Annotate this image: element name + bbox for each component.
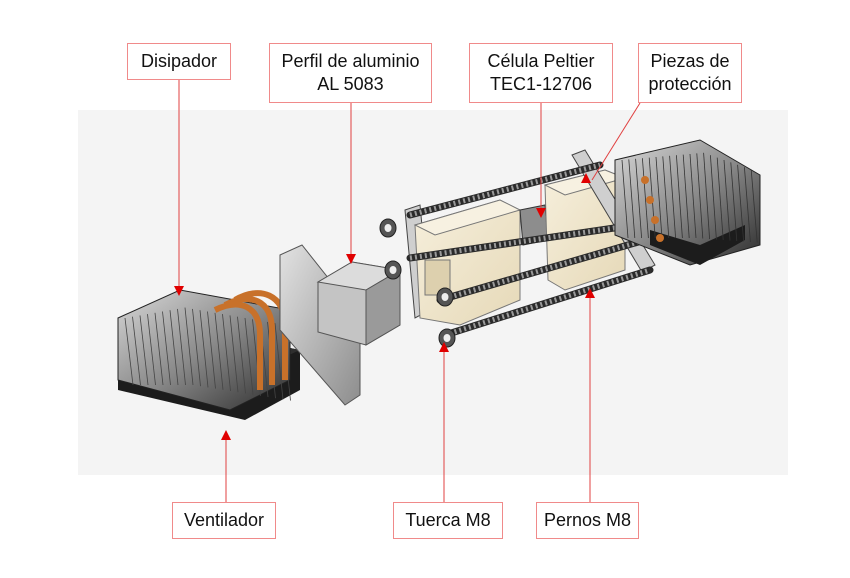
label-celula-line1: Célula Peltier [487,51,595,71]
fin-line [199,310,209,388]
label-tuerca-text: Tuerca M8 [405,510,491,530]
fin-line [655,156,663,239]
fin-line [737,164,744,242]
m8-nuts [379,218,456,348]
fin-line [635,158,642,239]
fin-line [184,307,194,386]
arrow-marker [581,173,591,183]
fin-line [237,316,246,394]
heatsink-fins [124,307,291,401]
fin-line [662,156,670,239]
arrow-marker [346,254,356,264]
fin-line [730,162,738,242]
label-ventilador-text: Ventilador [183,510,265,530]
fin-line [207,311,216,389]
fin-line [682,154,690,239]
label-pernos-m8: Pernos M8 [536,502,639,539]
arrow-marker [439,342,449,352]
fin-line [244,317,254,395]
label-piezas-line2: protección [648,74,732,94]
fin-line [723,159,731,241]
heatsink-left [117,289,300,420]
fin-line [177,308,186,386]
label-ventilador: Ventilador [172,502,276,539]
fin-line [676,155,683,239]
fin-line [132,316,141,386]
label-perfil-aluminio: Perfil de aluminio AL 5083 [269,43,432,103]
fin-line [147,314,156,386]
m8-bolts [406,161,659,339]
fin-line [642,158,649,239]
label-piezas-proteccion: Piezas de protección [638,43,742,103]
fin-line [750,169,758,243]
fin-line [222,314,231,392]
heatsink-right [614,139,761,266]
fin-line [621,159,629,239]
fin-line [274,323,284,400]
arrow-marker [174,286,184,296]
bolt-shaft [406,161,604,219]
fin-line [703,152,710,240]
fin-line [169,310,179,386]
label-piezas-line1: Piezas de [650,51,730,71]
arrow-marker [221,430,231,440]
aluminium-profile [279,244,402,406]
fin-line [162,311,171,386]
fin-line [229,315,239,393]
fin-line [192,308,201,387]
fin-line [214,312,224,390]
label-celula-line2: TEC1-12706 [489,74,593,94]
label-perfil-line2: AL 5083 [317,74,384,94]
label-perfil-line1: Perfil de aluminio [281,51,420,71]
fin-line [744,167,751,243]
bolt-thread [409,219,656,261]
arrow-marker [536,208,546,218]
arrow-marker [585,288,595,298]
pipe-ends-right [641,176,664,242]
fin-line [716,157,724,241]
fin-line [154,312,164,386]
label-celula-peltier: Célula Peltier TEC1-12706 [469,43,613,103]
label-disipador-text: Disipador [140,51,218,71]
label-pernos-text: Pernos M8 [543,510,632,530]
bolt-thread [444,267,651,338]
label-disipador: Disipador [127,43,231,80]
fin-line [696,153,704,239]
leader-lines [178,80,641,502]
fin-line [628,159,636,239]
fin-line [669,155,676,239]
label-tuerca-m8: Tuerca M8 [393,502,503,539]
fin-line [124,317,134,386]
bolt-thread [439,237,646,303]
fin-line [139,315,149,386]
fin-line [689,153,697,239]
fin-line [710,155,717,240]
arrow-markers [174,173,595,440]
